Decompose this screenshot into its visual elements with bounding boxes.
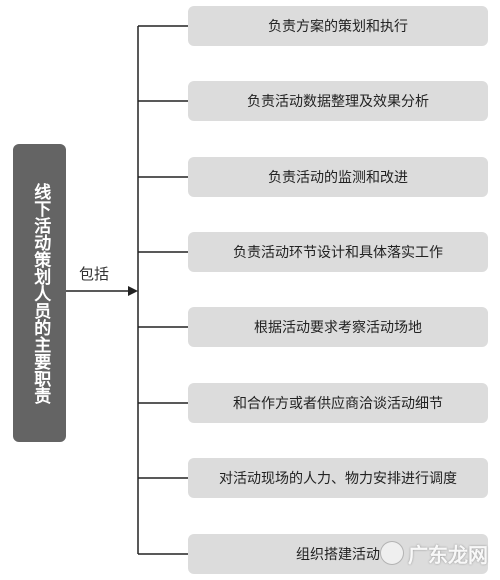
watermark: 广东龙网 — [360, 536, 488, 570]
arrow-head-icon — [128, 286, 138, 296]
item-label: 负责方案的策划和执行 — [268, 19, 408, 35]
item-node: 根据活动要求考察活动场地 — [188, 307, 488, 347]
item-label: 负责活动数据整理及效果分析 — [247, 94, 429, 110]
item-label: 组织搭建活动 — [296, 547, 380, 563]
item-label: 和合作方或者供应商洽谈活动细节 — [233, 396, 443, 412]
watermark-logo-icon — [380, 541, 404, 565]
item-label: 根据活动要求考察活动场地 — [254, 320, 422, 336]
item-node: 组织搭建活动 — [188, 534, 488, 574]
item-node: 负责活动数据整理及效果分析 — [188, 81, 488, 121]
root-title: 线下活动策划人员的主要职责 — [30, 182, 51, 404]
item-label: 负责活动环节设计和具体落实工作 — [233, 245, 443, 261]
watermark-text: 广东龙网 — [408, 542, 488, 567]
root-node: 线下活动策划人员的主要职责 — [13, 144, 66, 442]
item-node: 对活动现场的人力、物力安排进行调度 — [188, 458, 488, 498]
item-node: 和合作方或者供应商洽谈活动细节 — [188, 383, 488, 423]
item-node: 负责活动的监测和改进 — [188, 157, 488, 197]
item-node: 负责方案的策划和执行 — [188, 6, 488, 46]
item-label: 对活动现场的人力、物力安排进行调度 — [219, 471, 457, 487]
item-node: 负责活动环节设计和具体落实工作 — [188, 232, 488, 272]
item-label: 负责活动的监测和改进 — [268, 170, 408, 186]
relation-label: 包括 — [79, 265, 110, 283]
